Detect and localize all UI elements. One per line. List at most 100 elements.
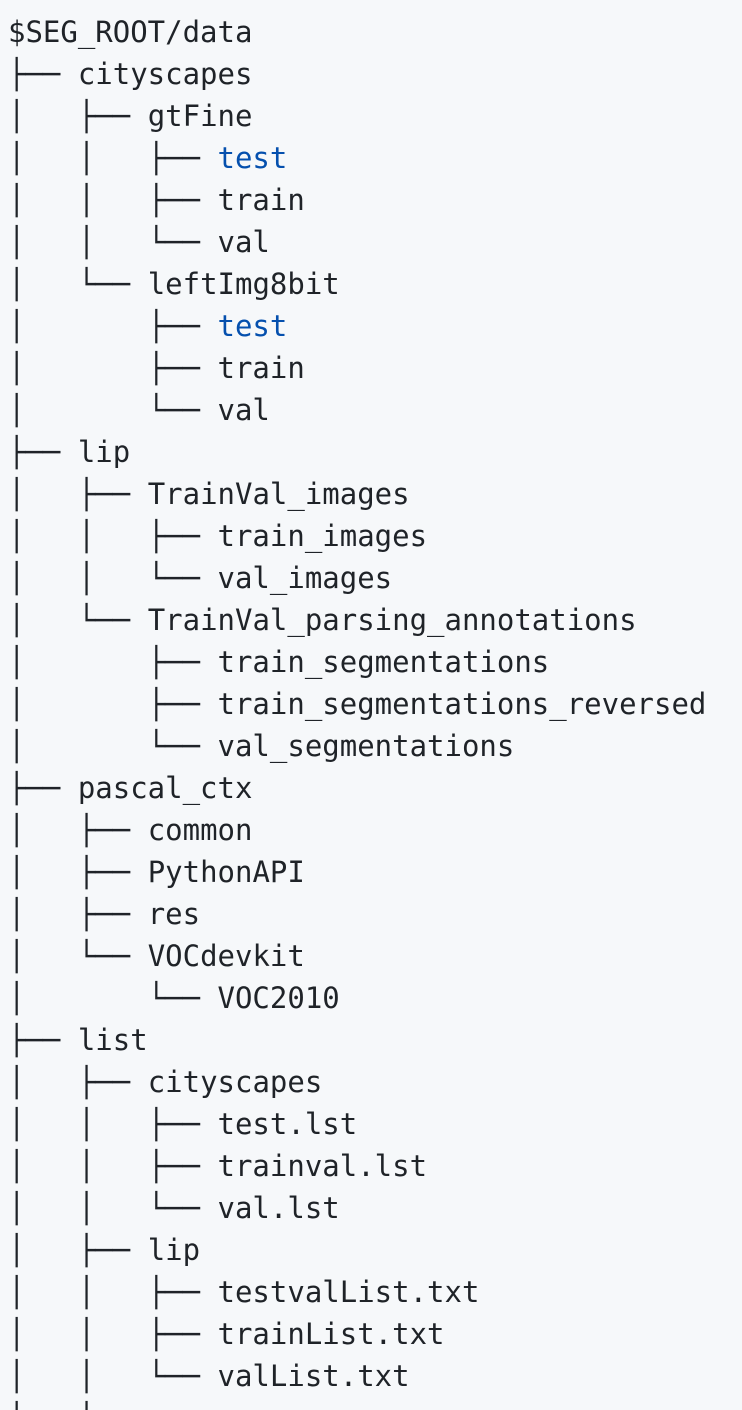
tree-line: │ ├── gtFine [8,95,742,137]
tree-branch-glyphs: │ │ ├── [8,1275,218,1309]
tree-line: │ ├── train [8,347,742,389]
tree-line: │ └── VOC2010 [8,977,742,1019]
tree-entry-name: gtFine [147,99,253,133]
tree-entry-name: val_images [217,561,393,595]
tree-branch-glyphs: │ │ ├── [8,183,218,217]
tree-line: │ │ ├── trainval.lst [8,1145,742,1187]
tree-branch-glyphs: │ │ ├── [8,141,218,175]
tree-entry-name: pascal_ctx [77,771,253,805]
tree-branch-glyphs: │ ├── [8,99,148,133]
tree-line: │ │ └── val [8,221,742,263]
tree-branch-glyphs: │ └── [8,939,148,973]
tree-line: │ │ ├── train [8,179,742,221]
tree-line: │ ├── test [8,305,742,347]
tree-line: │ │ ├── trainList.txt [8,1313,742,1355]
tree-entry-name: VOCdevkit [147,939,305,973]
tree-branch-glyphs: │ ├── [8,897,148,931]
tree-line: ├── list [8,1019,742,1061]
tree-line: │ └── val_segmentations [8,725,742,767]
tree-entry-name: val_segmentations [217,729,515,763]
tree-line: │ ├── common [8,809,742,851]
tree-branch-glyphs: │ ├── [8,351,218,385]
tree-entry-name: train_segmentations [217,645,550,679]
tree-branch-glyphs: ├── [8,435,78,469]
tree-line: │ ├── train_segmentations [8,641,742,683]
tree-entry-name: VOC2010 [217,981,340,1015]
tree-line: ├── pascal_ctx [8,767,742,809]
tree-line: │ ├── cityscapes [8,1061,742,1103]
tree-entry-name: val.lst [217,1191,340,1225]
tree-branch-glyphs: │ │ ├── [8,519,218,553]
tree-line: │ │ └── val.lst [8,1187,742,1229]
tree-entry-name: train_images [217,519,428,553]
tree-line: ├── cityscapes [8,53,742,95]
tree-branch-glyphs: │ └── [8,393,218,427]
tree-branch-glyphs: │ ├── [8,687,218,721]
tree-branch-glyphs: ├── [8,771,78,805]
tree-branch-glyphs: │ │ [8,1401,95,1410]
tree-line: $SEG_ROOT/data [8,11,742,53]
tree-entry-name: cityscapes [77,57,253,91]
tree-branch-glyphs: │ ├── [8,645,218,679]
tree-entry-name: list [77,1023,148,1057]
tree-entry-name: res [147,897,201,931]
tree-entry-name: valList.txt [217,1359,410,1393]
tree-line: │ │ ├── train_images [8,515,742,557]
tree-line: │ ├── res [8,893,742,935]
tree-line: │ └── TrainVal_parsing_annotations [8,599,742,641]
tree-branch-glyphs: │ │ ├── [8,1317,218,1351]
tree-entry-name: train_segmentations_reversed [217,687,707,721]
tree-entry-name: PythonAPI [147,855,305,889]
tree-branch-glyphs: │ ├── [8,855,148,889]
tree-branch-glyphs: │ │ └── [8,1191,218,1225]
tree-entry-name: val [217,393,270,427]
tree-entry-name: lip [147,1233,201,1267]
tree-line: │ │ ├── test [8,137,742,179]
tree-branch-glyphs: │ └── [8,981,218,1015]
tree-branch-glyphs: │ ├── [8,1233,148,1267]
tree-branch-glyphs: │ │ ├── [8,1149,218,1183]
tree-line: │ │ └── valList.txt [8,1355,742,1397]
tree-entry-name-highlighted: test [217,141,288,175]
tree-branch-glyphs: │ │ └── [8,561,218,595]
tree-line: │ │ [8,1397,742,1410]
tree-entry-name: train [217,351,305,385]
tree-entry-name: TrainVal_parsing_annotations [147,603,637,637]
tree-line: │ ├── PythonAPI [8,851,742,893]
tree-line: │ ├── train_segmentations_reversed [8,683,742,725]
tree-entry-name: val [217,225,270,259]
tree-entry-name: trainval.lst [217,1149,428,1183]
tree-entry-name: leftImg8bit [147,267,340,301]
tree-branch-glyphs: │ │ ├── [8,1107,218,1141]
tree-entry-name: lip [77,435,131,469]
tree-entry-name: train [217,183,305,217]
tree-branch-glyphs: │ └── [8,267,148,301]
tree-entry-name: test.lst [217,1107,358,1141]
tree-branch-glyphs: │ │ └── [8,225,218,259]
tree-branch-glyphs: ├── [8,57,78,91]
tree-line: │ └── VOCdevkit [8,935,742,977]
tree-entry-name: testvalList.txt [217,1275,480,1309]
tree-entry-name: cityscapes [147,1065,323,1099]
tree-branch-glyphs: │ └── [8,729,218,763]
tree-branch-glyphs: │ ├── [8,1065,148,1099]
tree-entry-name: trainList.txt [217,1317,445,1351]
tree-branch-glyphs: │ │ └── [8,1359,218,1393]
tree-branch-glyphs: │ ├── [8,309,218,343]
tree-line: │ │ └── val_images [8,557,742,599]
tree-line: │ │ ├── testvalList.txt [8,1271,742,1313]
tree-branch-glyphs: │ └── [8,603,148,637]
tree-line: │ └── val [8,389,742,431]
tree-branch-glyphs: │ ├── [8,813,148,847]
tree-line: │ ├── lip [8,1229,742,1271]
tree-branch-glyphs: ├── [8,1023,78,1057]
tree-branch-glyphs: │ ├── [8,477,148,511]
tree-line: │ ├── TrainVal_images [8,473,742,515]
tree-entry-name: $SEG_ROOT/data [8,15,253,49]
tree-entry-name: TrainVal_images [147,477,410,511]
tree-line: ├── lip [8,431,742,473]
tree-entry-name: common [147,813,253,847]
tree-entry-name-highlighted: test [217,309,288,343]
tree-line: │ │ ├── test.lst [8,1103,742,1145]
